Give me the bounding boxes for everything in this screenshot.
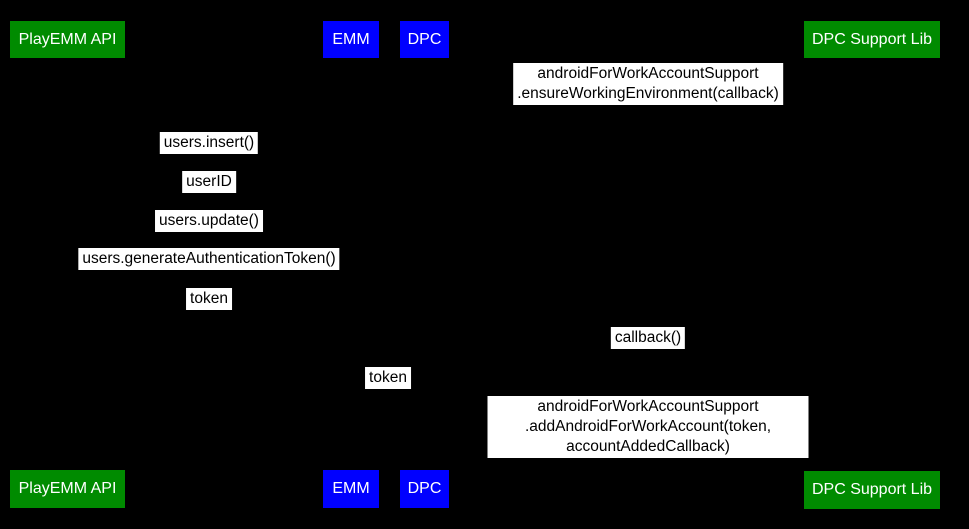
actor-dpc-support-lib-bottom: DPC Support Lib (804, 471, 940, 509)
lifeline-dpc (424, 58, 425, 470)
lifeline-dpc-support-lib (871, 58, 872, 470)
actor-playemm-api-top: PlayEMM API (10, 21, 125, 58)
message-generate-authentication-token: users.generateAuthenticationToken() (78, 248, 340, 270)
message-ensure-working-environment: androidForWorkAccountSupport .ensureWork… (513, 63, 783, 105)
actor-dpc-top: DPC (400, 21, 449, 58)
message-users-insert: users.insert() (159, 132, 259, 154)
actor-playemm-api-bottom: PlayEMM API (10, 470, 125, 508)
lifeline-emm (350, 58, 351, 470)
message-token-response: token (186, 288, 232, 310)
actor-emm-top: EMM (323, 21, 379, 58)
message-callback: callback() (610, 327, 686, 349)
actor-dpc-bottom: DPC (400, 470, 449, 508)
message-token-forward: token (365, 367, 411, 389)
actor-dpc-support-lib-top: DPC Support Lib (804, 21, 940, 58)
message-add-android-for-work-account: androidForWorkAccountSupport .addAndroid… (487, 396, 809, 458)
message-users-update: users.update() (155, 210, 263, 232)
actor-emm-bottom: EMM (323, 470, 379, 508)
lifeline-playemm-api (67, 58, 68, 470)
message-user-id: userID (182, 171, 236, 193)
